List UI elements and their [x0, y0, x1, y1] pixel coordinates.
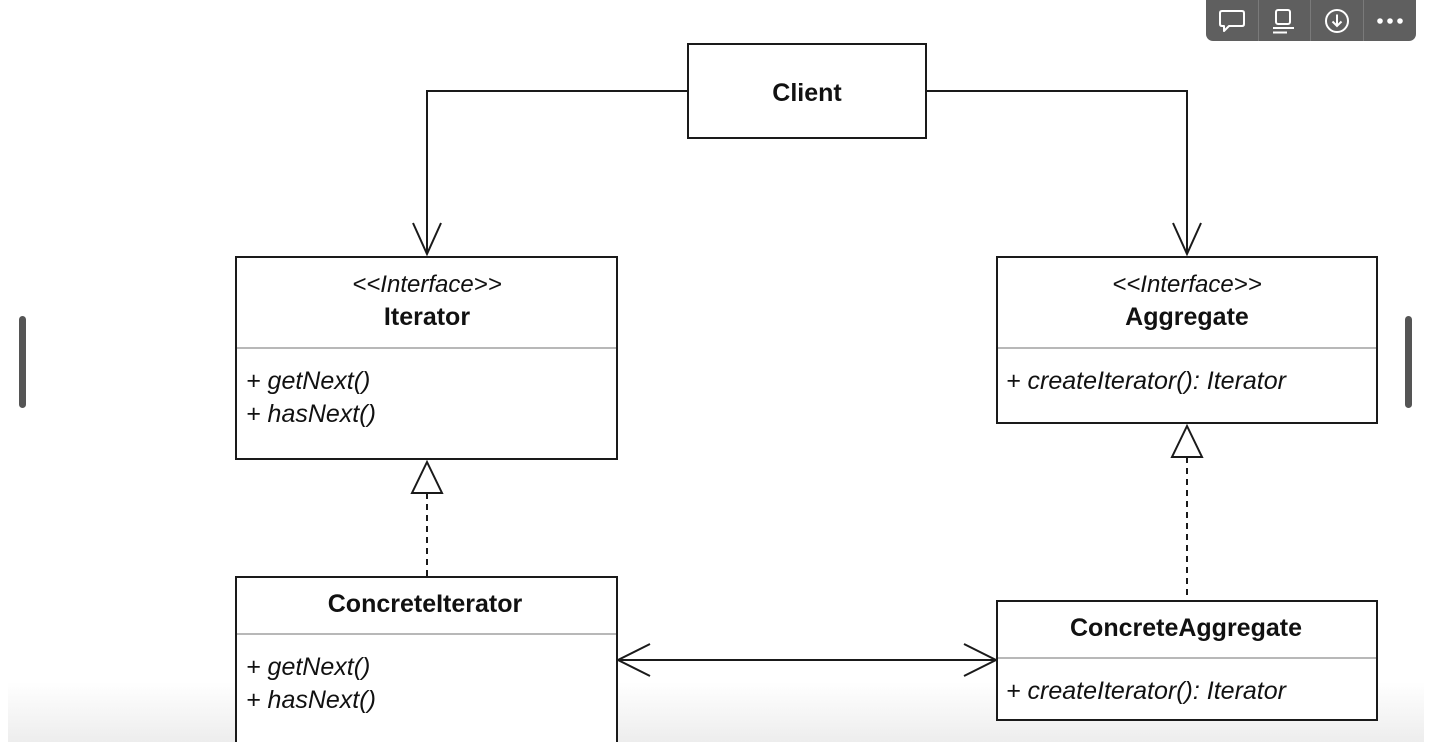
text-layout-icon [1273, 8, 1295, 33]
client-aggregate-association [926, 90, 1188, 254]
concrete-iterator-name: ConcreteIterator [328, 590, 523, 618]
concrete-iterator-method-getnext: + getNext() [246, 653, 370, 681]
aggregate-name: Aggregate [1125, 303, 1249, 331]
aggregate-interface: <<Interface>> Aggregate + createIterator… [996, 256, 1378, 424]
right-resize-handle[interactable] [1405, 316, 1412, 408]
concrete-aggregate-class: ConcreteAggregate + createIterator(): It… [996, 600, 1378, 721]
client-iterator-arrowhead [412, 222, 442, 257]
iterator-name: Iterator [384, 303, 470, 331]
aggregate-realization-triangle [1170, 423, 1204, 458]
aggregate-stereotype: <<Interface>> [1112, 271, 1261, 298]
more-icon [1376, 17, 1403, 24]
download-button[interactable] [1311, 0, 1364, 41]
concrete-iterator-method-hasnext: + hasNext() [246, 686, 376, 714]
client-class-name: Client [772, 79, 842, 107]
iterator-interface: <<Interface>> Iterator + getNext() + has… [235, 256, 618, 460]
comment-button[interactable] [1206, 0, 1259, 41]
download-icon [1324, 8, 1349, 33]
client-aggregate-arrowhead [1172, 222, 1202, 257]
comment-icon [1218, 9, 1245, 32]
aggregate-method-createiterator: + createIterator(): Iterator [1006, 367, 1288, 395]
left-resize-handle[interactable] [19, 316, 26, 408]
iterator-method-getnext: + getNext() [246, 367, 370, 395]
concrete-aggregate-name: ConcreteAggregate [1070, 614, 1302, 642]
iterator-method-hasnext: + hasNext() [246, 400, 376, 428]
iterator-stereotype: <<Interface>> [352, 271, 501, 298]
iterator-realization-triangle [410, 459, 444, 494]
more-options-button[interactable] [1364, 0, 1417, 41]
concrete-aggregate-method-createiterator: + createIterator(): Iterator [1006, 677, 1288, 705]
text-layout-button[interactable] [1259, 0, 1311, 41]
image-toolbar [1206, 0, 1416, 41]
concrete-iterator-class: ConcreteIterator + getNext() + hasNext() [235, 576, 618, 742]
client-class: Client [687, 43, 927, 139]
client-iterator-association [426, 90, 688, 254]
